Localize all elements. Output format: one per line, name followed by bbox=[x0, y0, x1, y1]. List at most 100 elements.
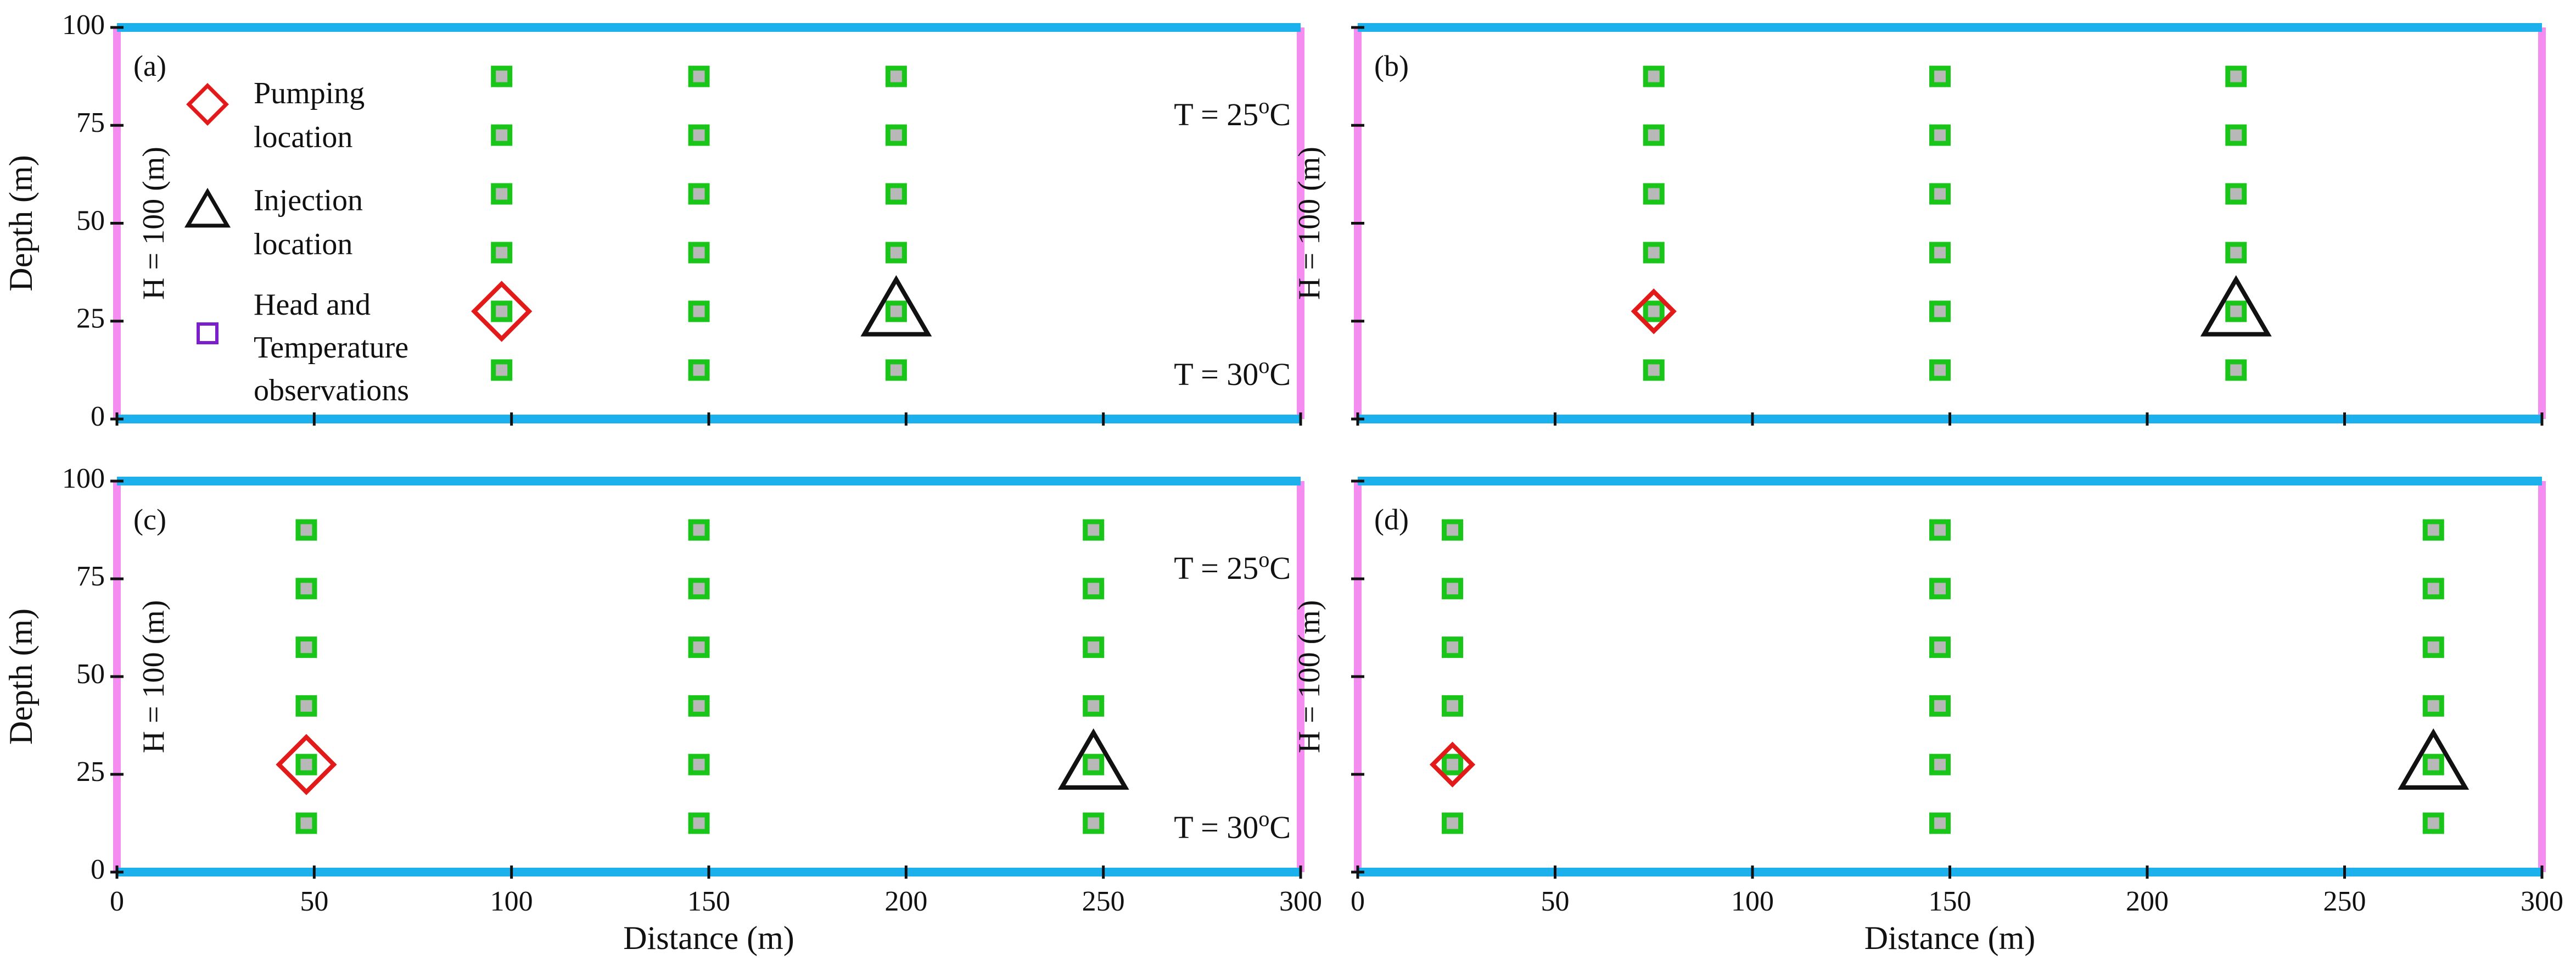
observation-point bbox=[295, 578, 317, 600]
y-tick-label: 25 bbox=[76, 756, 105, 788]
bottom-temperature-label-degree: o bbox=[1258, 353, 1269, 378]
x-tick-label: 300 bbox=[2521, 886, 2563, 917]
y-tick-label: 50 bbox=[76, 205, 105, 236]
observation-point bbox=[2422, 695, 2444, 717]
domain-height-label: H = 100 (m) bbox=[1292, 600, 1326, 753]
observation-point bbox=[1643, 65, 1665, 87]
x-axis-title: Distance (m) bbox=[1864, 920, 2036, 956]
observation-point bbox=[1929, 812, 1951, 834]
top-temperature-label-degree: o bbox=[1258, 93, 1269, 118]
x-tick-label: 250 bbox=[2323, 886, 2366, 917]
y-tick-label: 50 bbox=[76, 658, 105, 690]
top-temperature-label-value: T = 25 bbox=[1174, 550, 1258, 586]
observation-point bbox=[2225, 359, 2247, 381]
observation-point bbox=[1083, 753, 1105, 775]
observation-point bbox=[688, 300, 710, 322]
observation-point bbox=[1083, 695, 1105, 717]
x-axis-title: Distance (m) bbox=[623, 920, 794, 956]
bottom-temperature-label-degree: o bbox=[1258, 806, 1269, 831]
observation-point bbox=[688, 812, 710, 834]
legend-pumping-symbol bbox=[186, 83, 229, 126]
observation-point bbox=[2422, 753, 2444, 775]
observation-point bbox=[885, 300, 907, 322]
bottom-temperature-label-value: T = 30 bbox=[1174, 356, 1258, 392]
observation-point bbox=[2225, 242, 2247, 264]
observation-point bbox=[1929, 124, 1951, 146]
observation-point bbox=[2422, 519, 2444, 541]
observation-point bbox=[1929, 695, 1951, 717]
observation-point bbox=[1929, 65, 1951, 87]
observation-point bbox=[1929, 636, 1951, 658]
observation-point bbox=[688, 695, 710, 717]
top-temperature-label-unit: C bbox=[1269, 550, 1291, 586]
y-tick-label: 25 bbox=[76, 303, 105, 334]
bottom-temperature-label-value: T = 30 bbox=[1174, 809, 1258, 845]
x-tick-label: 200 bbox=[2126, 886, 2169, 917]
y-axis-title: Depth (m) bbox=[3, 608, 39, 745]
top-temperature-label-degree: o bbox=[1258, 547, 1269, 572]
legend-injection-symbol bbox=[184, 188, 231, 228]
observation-point bbox=[2422, 578, 2444, 600]
observation-point bbox=[885, 359, 907, 381]
observation-point bbox=[688, 242, 710, 264]
observation-point bbox=[885, 242, 907, 264]
x-tick-label: 100 bbox=[490, 886, 533, 917]
injection-marker bbox=[2398, 728, 2469, 790]
x-tick-label: 0 bbox=[1351, 886, 1365, 917]
x-tick-label: 50 bbox=[1541, 886, 1570, 917]
x-tick-label: 100 bbox=[1731, 886, 1774, 917]
observation-point bbox=[1929, 578, 1951, 600]
injection-marker bbox=[860, 275, 932, 337]
y-tick-label: 75 bbox=[76, 561, 105, 592]
pumping-marker bbox=[1631, 288, 1677, 334]
observation-point bbox=[688, 183, 710, 205]
top-temperature-label: T = 25oC bbox=[1174, 547, 1291, 587]
observation-point bbox=[1929, 242, 1951, 264]
observation-point bbox=[885, 124, 907, 146]
observation-point bbox=[688, 124, 710, 146]
panel-label: (a) bbox=[133, 49, 166, 82]
pumping-marker bbox=[1429, 741, 1476, 788]
y-axis-title: Depth (m) bbox=[3, 155, 39, 291]
panel-label: (b) bbox=[1374, 49, 1409, 82]
legend-text-line: Injection bbox=[254, 183, 363, 217]
observation-point bbox=[2225, 300, 2247, 322]
legend-text-line: Head and bbox=[254, 288, 371, 322]
observation-point bbox=[491, 124, 513, 146]
observation-point bbox=[1442, 812, 1464, 834]
observation-point bbox=[1442, 519, 1464, 541]
x-tick-label: 0 bbox=[110, 886, 124, 917]
observation-point bbox=[1083, 578, 1105, 600]
top-temperature-label-unit: C bbox=[1269, 97, 1291, 132]
bottom-temperature-label-unit: C bbox=[1269, 809, 1291, 845]
panel-b: (b) H = 100 (m) bbox=[1292, 23, 2546, 426]
x-tick-label: 50 bbox=[300, 886, 328, 917]
observation-point bbox=[2225, 124, 2247, 146]
legend-text-line: observations bbox=[254, 373, 409, 407]
observation-point bbox=[1442, 753, 1464, 775]
injection-marker bbox=[2200, 275, 2272, 337]
y-tick-label: 100 bbox=[62, 463, 105, 494]
observation-point bbox=[1083, 519, 1105, 541]
observation-point bbox=[2422, 636, 2444, 658]
observation-point bbox=[1643, 183, 1665, 205]
legend-text-line: Pumping bbox=[254, 76, 365, 110]
legend-observation-symbol bbox=[197, 322, 219, 344]
observation-point bbox=[1442, 695, 1464, 717]
observation-point bbox=[885, 183, 907, 205]
observation-point bbox=[491, 183, 513, 205]
observation-point bbox=[1929, 300, 1951, 322]
panel-label: (c) bbox=[133, 503, 166, 536]
domain-height-label: H = 100 (m) bbox=[1292, 147, 1326, 300]
y-tick-label: 0 bbox=[91, 854, 105, 885]
observation-point bbox=[885, 65, 907, 87]
x-tick-label: 300 bbox=[1279, 886, 1322, 917]
observation-point bbox=[295, 519, 317, 541]
panel-label: (d) bbox=[1374, 503, 1409, 536]
legend-text-line: location bbox=[254, 227, 352, 261]
domain-height-label: H = 100 (m) bbox=[137, 600, 171, 753]
